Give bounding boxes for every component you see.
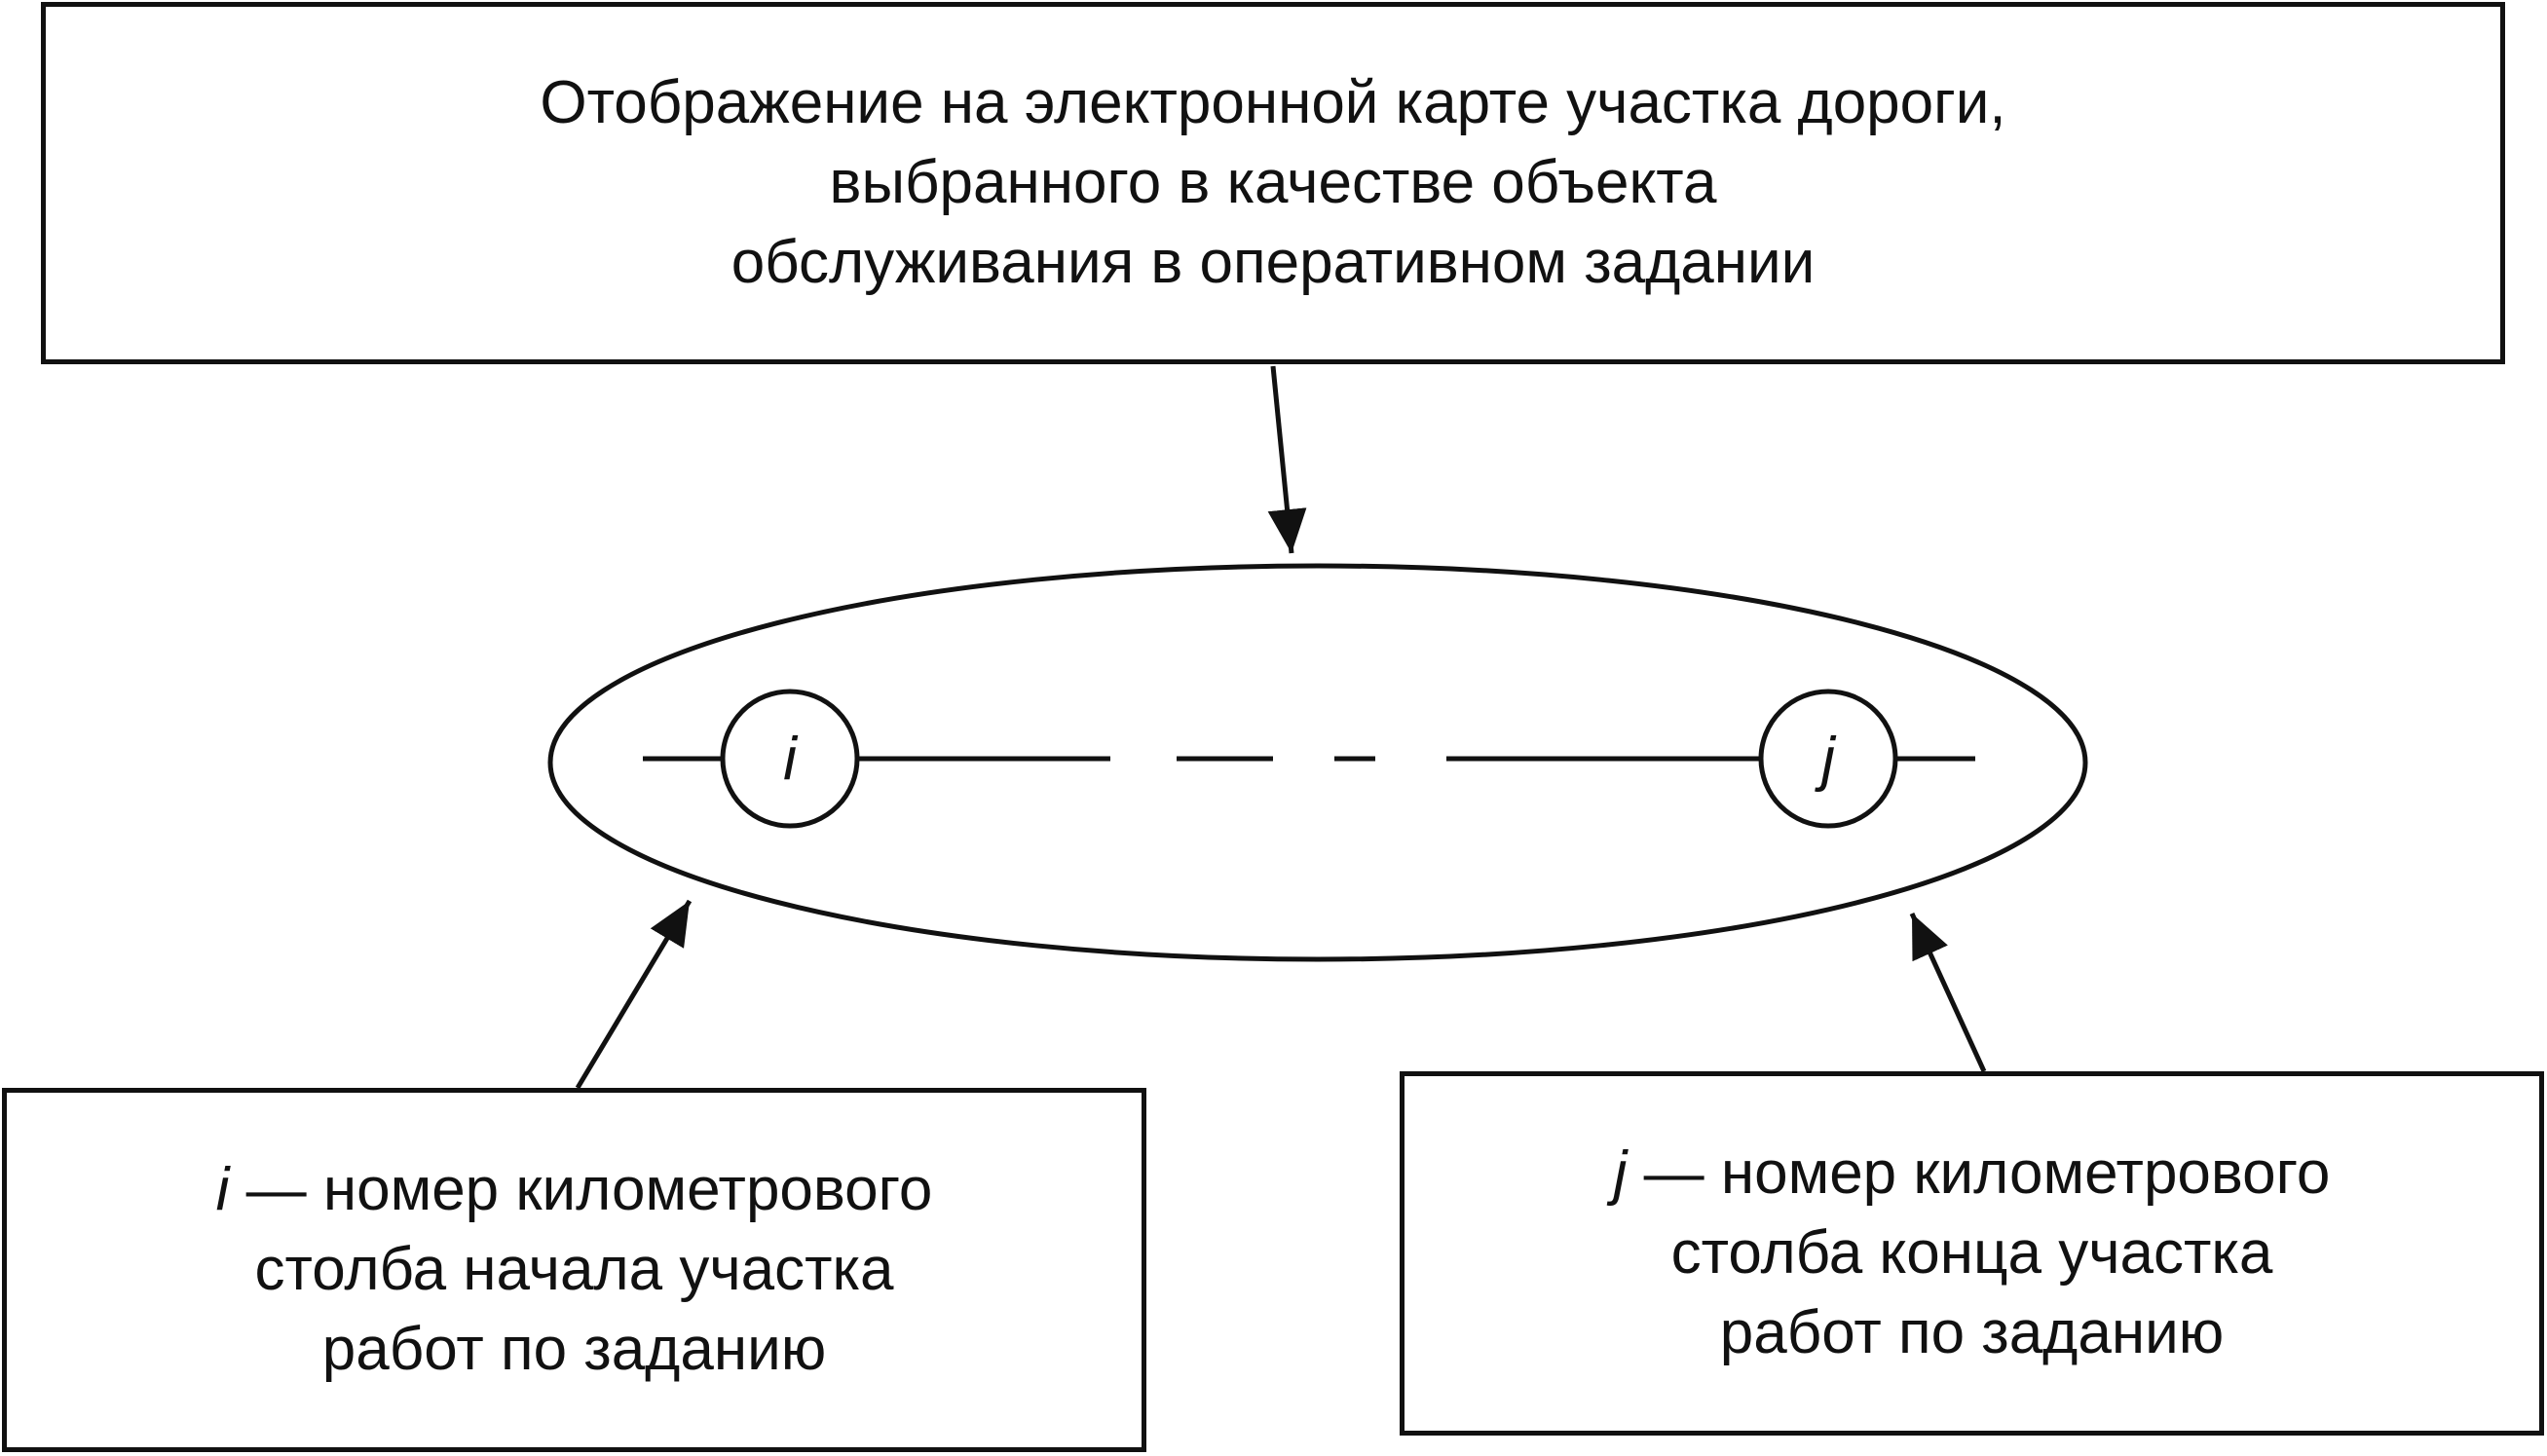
end-post-line-1: j — номер километрового (1614, 1134, 2331, 1213)
map-display-box: Отображение на электронной карте участка… (41, 2, 2505, 364)
start-post-line-1: i — номер километрового (216, 1150, 933, 1230)
end-post-box: j — номер километрового столба конца уча… (1400, 1071, 2544, 1436)
end-post-line-1-text: — номер километрового (1627, 1139, 2331, 1207)
end-post-variable: j (1613, 1139, 1628, 1207)
end-node-circle (1758, 689, 1898, 829)
map-display-line-2: выбранного в качестве объекта (829, 149, 1717, 216)
map-display-line-3: обслуживания в оперативном задании (730, 229, 1816, 296)
arrow-left-box-to-ellipse (575, 899, 693, 1090)
map-display-line-1: Отображение на электронной карте участка… (540, 69, 2006, 136)
road-section-ellipse (547, 563, 2088, 962)
end-post-line-3: работ по заданию (1719, 1299, 2225, 1366)
start-post-box: i — номер километрового столба начала уч… (2, 1088, 1146, 1452)
start-post-line-3: работ по заданию (321, 1316, 827, 1383)
arrow-top-to-ellipse (1267, 365, 1307, 554)
start-node-circle (720, 689, 860, 829)
start-post-line-1-text: — номер километрового (229, 1156, 933, 1223)
end-post-line-2: столба конца участка (1670, 1219, 2273, 1287)
start-node-label: i (783, 726, 799, 793)
start-post-variable: i (215, 1156, 230, 1223)
arrow-right-box-to-ellipse (1909, 912, 1987, 1073)
start-post-line-2: столба начала участка (254, 1236, 894, 1303)
